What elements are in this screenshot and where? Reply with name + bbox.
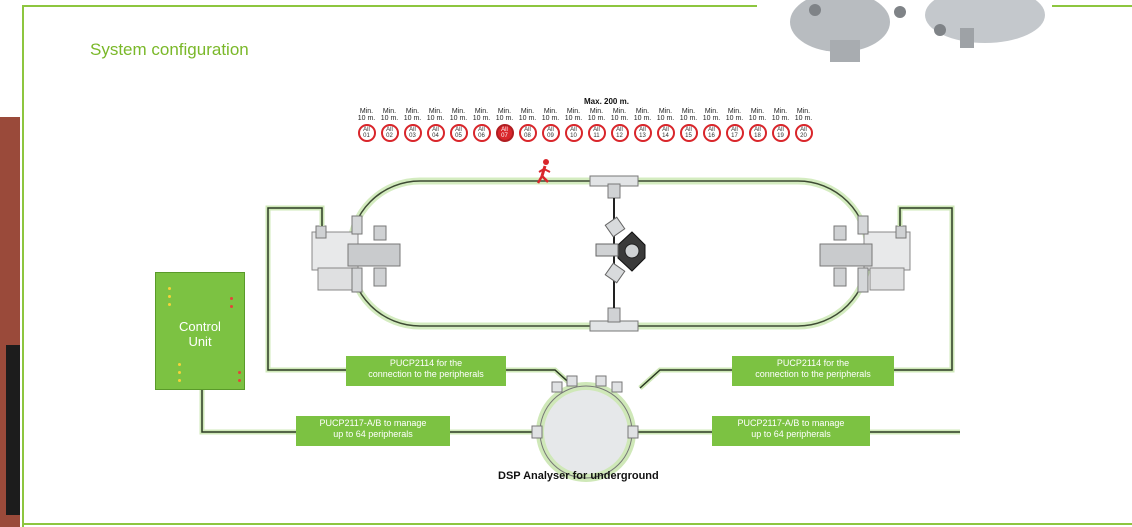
led-indicator xyxy=(168,303,171,306)
building-window xyxy=(6,345,20,515)
intruder-icon xyxy=(536,159,551,184)
led-indicator xyxy=(178,371,181,374)
connection-cables xyxy=(199,205,960,435)
pucp2114-label-left: PUCP2114 for the connection to the perip… xyxy=(346,356,506,386)
max-length-label: Max. 200 m. xyxy=(584,97,629,106)
zone-min-distance: Min.10 m. xyxy=(541,108,560,122)
sensor-right xyxy=(819,215,911,293)
dsp-analyser xyxy=(531,375,639,482)
zone-min-distance: Min.10 m. xyxy=(426,108,445,122)
left-border xyxy=(22,5,24,527)
zone-min-distance: Min.10 m. xyxy=(748,108,767,122)
led-indicator xyxy=(168,295,171,298)
zone-min-distance: Min.10 m. xyxy=(656,108,675,122)
pucp2117-label-right: PUCP2117-A/B to manage up to 64 peripher… xyxy=(712,416,870,446)
zone-min-distance: Min.10 m. xyxy=(449,108,468,122)
led-indicator xyxy=(168,287,171,290)
zone-min-distance: Min.10 m. xyxy=(403,108,422,122)
zone-min-distance: Min.10 m. xyxy=(679,108,698,122)
control-unit-label: Control Unit xyxy=(179,319,221,349)
zone-min-distance: Min.10 m. xyxy=(518,108,537,122)
control-unit: Control Unit xyxy=(155,272,245,390)
zone-min-distance: Min.10 m. xyxy=(794,108,813,122)
bottom-border xyxy=(22,523,1132,525)
led-indicator xyxy=(230,297,233,300)
zone-min-distance: Min.10 m. xyxy=(771,108,790,122)
led-indicator xyxy=(230,305,233,308)
background-building xyxy=(0,117,20,527)
led-indicator xyxy=(238,379,241,382)
zone-min-distance: Min.10 m. xyxy=(587,108,606,122)
dsp-analyser-label: DSP Analyser for underground xyxy=(498,470,659,482)
zone-min-distance: Min.10 m. xyxy=(380,108,399,122)
zone-min-distance: Min.10 m. xyxy=(610,108,629,122)
led-indicator xyxy=(178,379,181,382)
junction-box xyxy=(595,198,646,308)
zone-min-distance: Min.10 m. xyxy=(633,108,652,122)
t-connector-bottom xyxy=(589,307,639,332)
zone-min-distance: Min.10 m. xyxy=(495,108,514,122)
zone-min-distance: Min.10 m. xyxy=(357,108,376,122)
pucp2114-label-right: PUCP2114 for the connection to the perip… xyxy=(732,356,894,386)
led-indicator xyxy=(238,371,241,374)
zone-min-distance: Min.10 m. xyxy=(702,108,721,122)
zone-min-distance: Min.10 m. xyxy=(725,108,744,122)
top-border-right xyxy=(1052,5,1132,7)
t-connector-top xyxy=(589,175,639,199)
sensor-left xyxy=(311,215,401,293)
top-border-left xyxy=(22,5,757,7)
sensor-photo xyxy=(790,0,1045,62)
page-title: System configuration xyxy=(90,40,249,59)
zone-min-distance: Min.10 m. xyxy=(564,108,583,122)
led-indicator xyxy=(178,363,181,366)
pucp2117-label-left: PUCP2117-A/B to manage up to 64 peripher… xyxy=(296,416,450,446)
zone-min-distance: Min.10 m. xyxy=(472,108,491,122)
